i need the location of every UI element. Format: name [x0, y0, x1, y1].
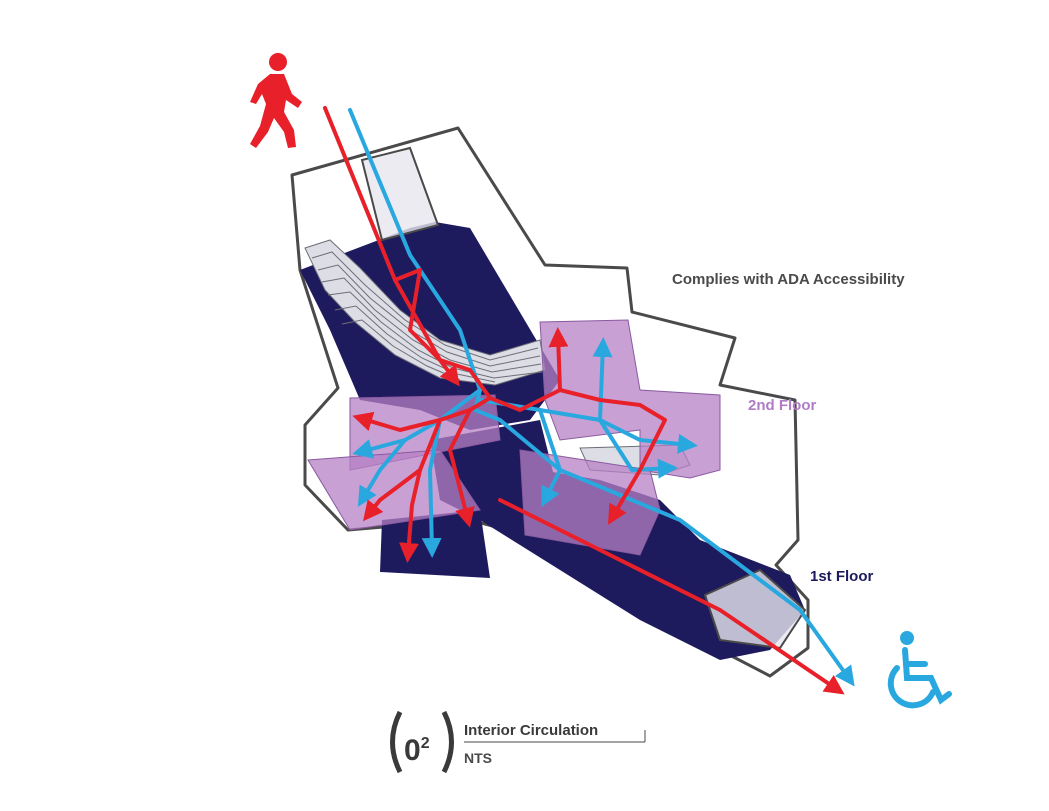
- diagram-title: Interior Circulation: [464, 722, 598, 739]
- diagram-number: 02: [404, 734, 430, 767]
- wheelchair-accessible-icon: [887, 631, 952, 709]
- title-block-left-bracket: [390, 710, 403, 774]
- walking-person-icon: [250, 53, 302, 148]
- building-outline: [290, 126, 810, 678]
- scale-label: NTS: [464, 750, 492, 766]
- ada-compliance-note: Complies with ADA Accessibility: [672, 271, 905, 288]
- title-block-right-bracket: [441, 710, 454, 774]
- title-block: 02 Interior Circulation NTS: [390, 710, 646, 774]
- accessible-route: [348, 108, 855, 687]
- first-floor-label: 1st Floor: [810, 568, 874, 585]
- second-floor-label: 2nd Floor: [748, 397, 816, 414]
- vertical-cores: [360, 146, 807, 650]
- pedestrian-route: [323, 106, 845, 695]
